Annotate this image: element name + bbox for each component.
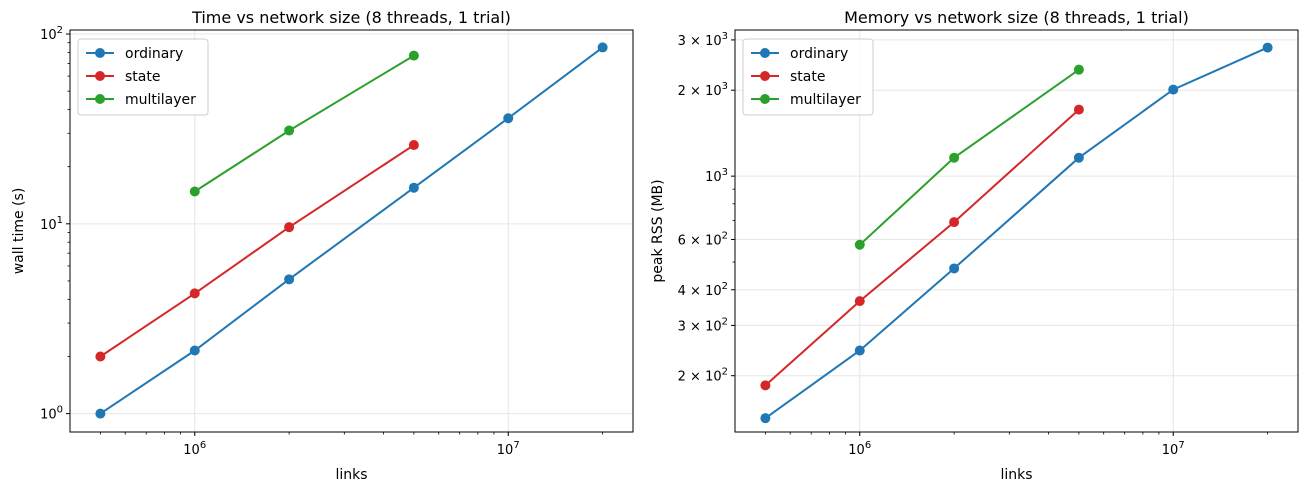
legend-box bbox=[77, 38, 209, 116]
data-point-ordinary bbox=[284, 274, 295, 285]
legend-marker-ordinary bbox=[95, 48, 105, 58]
y-axis-label: peak RSS (MB) bbox=[650, 179, 666, 282]
legend-label-multilayer: multilayer bbox=[790, 92, 861, 108]
series-line-multilayer bbox=[859, 68, 1080, 246]
legend-label-ordinary: ordinary bbox=[790, 46, 848, 62]
x-tick-label: 107 bbox=[497, 440, 520, 458]
data-point-state bbox=[854, 296, 865, 307]
data-point-state bbox=[95, 351, 106, 362]
data-point-ordinary bbox=[1073, 152, 1084, 163]
legend-label-ordinary: ordinary bbox=[125, 46, 183, 62]
legend-marker-state bbox=[95, 71, 105, 81]
x-tick-label: 106 bbox=[848, 440, 871, 458]
y-tick-label: 101 bbox=[40, 215, 63, 233]
y-axis-label: wall time (s) bbox=[11, 188, 27, 275]
data-point-multilayer bbox=[189, 186, 200, 197]
data-point-multilayer bbox=[284, 125, 295, 136]
x-axis-label: links bbox=[335, 467, 367, 483]
plot-frame bbox=[69, 29, 634, 433]
x-tick-label: 107 bbox=[1162, 440, 1185, 458]
legend-marker-multilayer bbox=[95, 94, 105, 104]
data-point-ordinary bbox=[949, 263, 960, 274]
series-line-ordinary bbox=[764, 46, 1269, 420]
series-line-state bbox=[764, 108, 1080, 387]
data-point-ordinary bbox=[503, 113, 514, 124]
data-point-state bbox=[760, 380, 771, 391]
data-point-ordinary bbox=[95, 408, 106, 419]
x-tick-label: 106 bbox=[183, 440, 206, 458]
y-tick-label: 2 × 103 bbox=[678, 81, 728, 99]
y-tick-label: 3 × 102 bbox=[678, 316, 728, 334]
y-tick-label: 100 bbox=[40, 405, 63, 423]
y-tick-label: 6 × 102 bbox=[678, 230, 728, 248]
chart-title: Memory vs network size (8 threads, 1 tri… bbox=[844, 8, 1189, 27]
data-point-multilayer bbox=[854, 239, 865, 250]
y-tick-label: 102 bbox=[40, 25, 63, 43]
data-point-ordinary bbox=[408, 182, 419, 193]
legend-label-multilayer: multilayer bbox=[125, 92, 196, 108]
data-point-ordinary bbox=[854, 345, 865, 356]
legend-label-state: state bbox=[790, 69, 825, 85]
data-point-state bbox=[408, 140, 419, 151]
y-tick-label: 103 bbox=[705, 167, 728, 185]
series-line-ordinary bbox=[99, 46, 604, 415]
data-point-state bbox=[284, 222, 295, 233]
data-point-ordinary bbox=[1168, 84, 1179, 95]
data-point-ordinary bbox=[189, 345, 200, 356]
y-tick-label: 2 × 102 bbox=[678, 367, 728, 385]
legend-marker-state bbox=[760, 71, 770, 81]
data-point-multilayer bbox=[1073, 64, 1084, 75]
data-point-state bbox=[1073, 104, 1084, 115]
x-axis-label: links bbox=[1000, 467, 1032, 483]
legend-label-state: state bbox=[125, 69, 160, 85]
data-point-state bbox=[189, 288, 200, 299]
legend-box bbox=[742, 38, 874, 116]
legend: ordinary state multilayer bbox=[77, 38, 209, 116]
memory-chart: 106 107 2 × 102 3 × 102 4 × 102 6 × 102 103 2 ×… bbox=[650, 8, 1299, 483]
data-point-state bbox=[949, 217, 960, 228]
data-point-ordinary bbox=[760, 413, 771, 424]
time-chart: 106 107 100 101 102 Time vs network size (8 t… bbox=[11, 8, 634, 483]
y-tick-label: 4 × 102 bbox=[678, 281, 728, 299]
legend: ordinary state multilayer bbox=[742, 38, 874, 116]
chart-title: Time vs network size (8 threads, 1 trial… bbox=[191, 8, 511, 27]
data-point-multilayer bbox=[408, 50, 419, 61]
legend-marker-ordinary bbox=[760, 48, 770, 58]
data-point-ordinary bbox=[597, 42, 608, 53]
data-point-multilayer bbox=[949, 152, 960, 163]
plot-frame bbox=[734, 29, 1299, 433]
series-line-state bbox=[99, 144, 415, 358]
legend-marker-multilayer bbox=[760, 94, 770, 104]
series-line-multilayer bbox=[194, 54, 415, 193]
y-tick-label: 3 × 103 bbox=[678, 31, 728, 49]
data-point-ordinary bbox=[1262, 42, 1273, 53]
